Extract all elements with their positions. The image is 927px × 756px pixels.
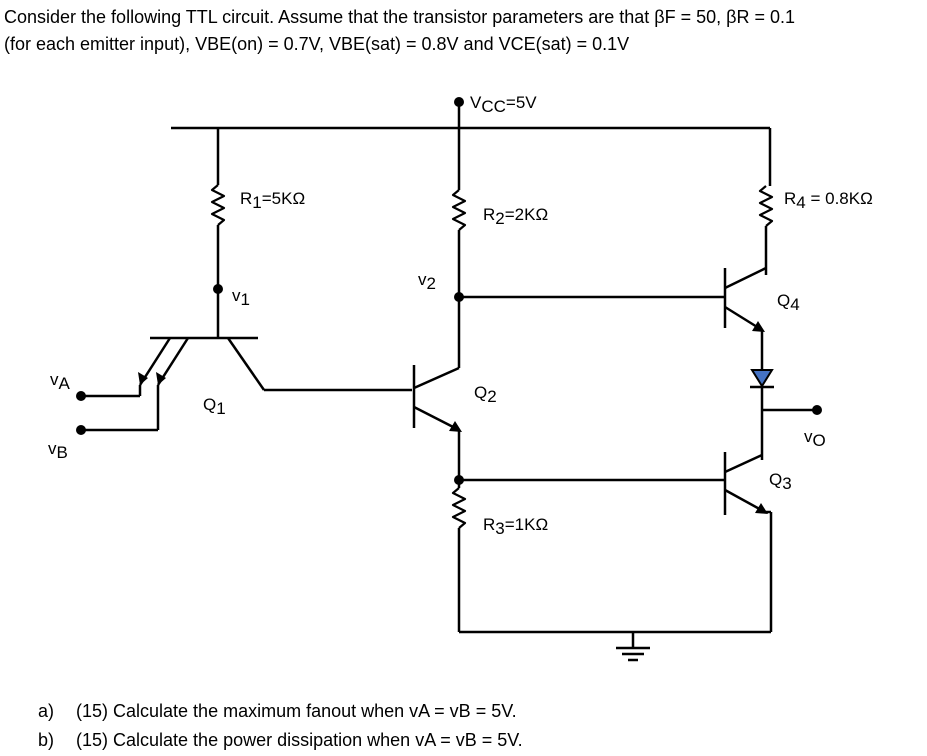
r3-label: R3=1KΩ — [483, 515, 548, 538]
question-a-text: (15) Calculate the maximum fanout when v… — [76, 701, 517, 721]
r4-label: R4 = 0.8KΩ — [784, 189, 873, 212]
input-a-label: vA — [50, 370, 71, 393]
output-label: vO — [804, 427, 826, 450]
question-a-id: a) — [38, 701, 55, 721]
r2-label: R2=2KΩ — [483, 205, 548, 228]
problem-intro-line-2: (for each emitter input), VBE(on) = 0.7V… — [4, 34, 630, 54]
transistor-q2 — [412, 365, 462, 488]
input-b-terminal — [76, 385, 160, 435]
node-v1-label: v1 — [232, 286, 250, 309]
q3-label: Q3 — [769, 470, 792, 493]
vcc-label: VCC=5V — [470, 93, 537, 116]
transistor-q3 — [723, 452, 773, 632]
questions-list: a) (15) Calculate the maximum fanout when… — [38, 697, 523, 755]
resistor-r3 — [451, 487, 771, 634]
question-b-id: b) — [38, 730, 55, 750]
resistor-r1 — [210, 128, 226, 338]
input-a-terminal — [76, 385, 142, 401]
q2-label: Q2 — [474, 383, 497, 406]
node-v1-dot — [213, 284, 223, 294]
question-b: b) (15) Calculate the power dissipation w… — [38, 726, 523, 755]
vcc-rail — [171, 97, 770, 130]
question-a: a) (15) Calculate the maximum fanout when… — [38, 697, 523, 726]
ground-symbol — [616, 632, 650, 662]
transistor-q4 — [723, 266, 767, 370]
r1-label: R1=5KΩ — [240, 189, 305, 212]
transistor-q1 — [138, 336, 412, 392]
node-v2-label: v2 — [418, 270, 436, 293]
output-terminal — [762, 405, 822, 415]
q1-label: Q1 — [203, 395, 226, 418]
resistor-r4 — [758, 128, 774, 275]
input-b-label: vB — [48, 439, 68, 462]
diode — [750, 369, 774, 460]
q4-label: Q4 — [777, 291, 800, 314]
problem-statement: Consider the following TTL circuit. Assu… — [4, 4, 922, 58]
resistor-r2 — [451, 128, 467, 368]
problem-intro-line-1: Consider the following TTL circuit. Assu… — [4, 7, 796, 27]
question-b-text: (15) Calculate the power dissipation whe… — [76, 730, 523, 750]
